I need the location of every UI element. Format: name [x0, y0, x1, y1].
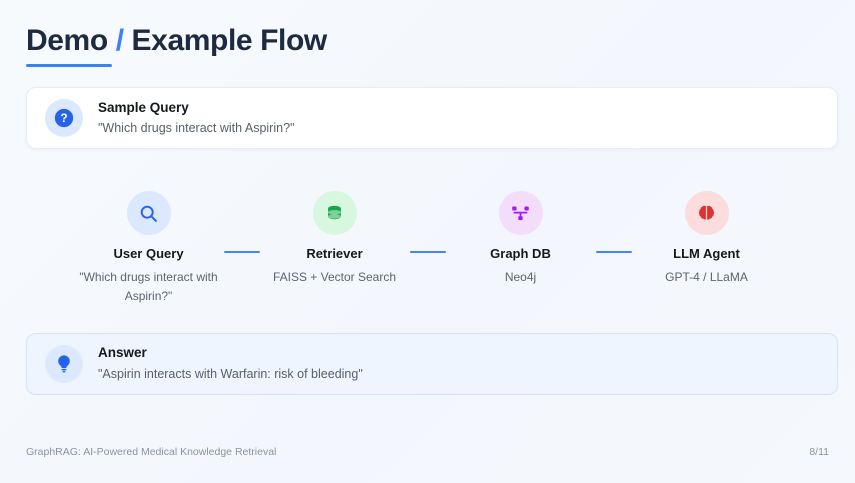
flow-node-label: Retriever — [306, 246, 363, 261]
flow-node-sublabel: Neo4j — [504, 269, 537, 284]
sample-query-text-block: Sample Query "Which drugs interact with … — [98, 99, 294, 138]
flow-node-retriever[interactable]: Retriever FAISS + Vector Search — [260, 191, 410, 287]
flow-node-user-query[interactable]: User Query "Which drugs interact with As… — [74, 191, 224, 307]
sample-query-title: Sample Query — [98, 99, 189, 115]
brain-icon — [684, 191, 729, 235]
page-title: Demo / Example Flow — [26, 24, 829, 57]
flow-diagram: User Query "Which drugs interact with As… — [26, 191, 829, 307]
search-icon — [126, 191, 171, 235]
flow-node-sublabel: "Which drugs interact with Aspirin?" — [79, 269, 218, 304]
flow-connector-2 — [409, 251, 446, 253]
slide-footer: GraphRAG: AI-Powered Medical Knowledge R… — [26, 446, 829, 458]
page-title-part1: Demo — [26, 24, 116, 57]
flow-connector-3 — [595, 251, 632, 253]
sample-query-card: ? Sample Query "Which drugs interact wit… — [26, 87, 838, 149]
svg-text:?: ? — [60, 111, 67, 125]
lightbulb-icon — [45, 344, 83, 383]
answer-card: Answer "Aspirin interacts with Warfarin:… — [26, 332, 838, 395]
flow-node-llm-agent[interactable]: LLM Agent GPT-4 / LLaMA — [632, 191, 782, 287]
answer-body: "Aspirin interacts with Warfarin: risk o… — [98, 366, 363, 381]
flow-node-label: User Query — [113, 246, 184, 261]
flow-connector-1 — [223, 251, 260, 253]
database-icon — [312, 191, 357, 235]
title-underline — [26, 64, 112, 67]
page-title-slash: / — [115, 24, 124, 57]
question-mark-circle-icon: ? — [45, 99, 83, 137]
network-graph-icon — [498, 191, 543, 235]
flow-node-label: Graph DB — [490, 246, 551, 261]
page-indicator: 8/11 — [809, 446, 829, 458]
flow-node-graph-db[interactable]: Graph DB Neo4j — [446, 191, 596, 287]
flow-node-sublabel: GPT-4 / LLaMA — [665, 269, 748, 284]
flow-node-label: LLM Agent — [673, 246, 740, 261]
answer-title: Answer — [98, 345, 147, 361]
title-block: Demo / Example Flow — [26, 24, 829, 67]
footer-caption: GraphRAG: AI-Powered Medical Knowledge R… — [26, 446, 277, 458]
answer-text-block: Answer "Aspirin interacts with Warfarin:… — [98, 344, 363, 383]
flow-node-sublabel: FAISS + Vector Search — [272, 269, 397, 284]
page-title-part2: Example Flow — [123, 24, 328, 57]
sample-query-body: "Which drugs interact with Aspirin?" — [98, 120, 295, 135]
